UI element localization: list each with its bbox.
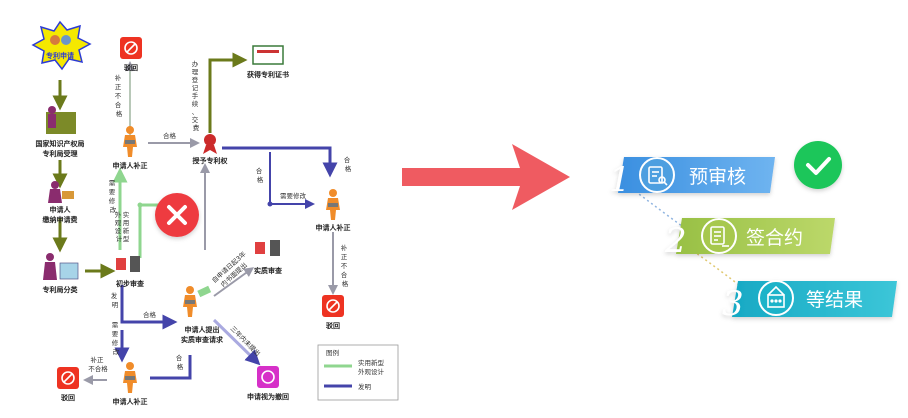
edge-three-years: 自申请日起3年 内书面提出 (210, 248, 256, 292)
edge-pass-mid: 合格 (143, 310, 157, 319)
step-3-label: 等结果 (806, 289, 863, 311)
node-reject-top: 驳回 (119, 36, 143, 72)
label-reject-top: 驳回 (124, 63, 138, 72)
label-fee-1: 申请人 (50, 205, 72, 214)
node-reject-right: 驳回 (321, 294, 345, 330)
applicant-icon (123, 362, 137, 393)
node-substantive: 实质审查 (254, 240, 283, 275)
withdrawn-icon (257, 366, 279, 388)
label-cnipa-1: 国家知识产权局 (36, 139, 85, 148)
step-1-label: 预审核 (689, 166, 746, 188)
node-amend-right: 申请人补正 (316, 189, 351, 232)
flow-arrow (402, 144, 570, 210)
label-amend-top: 申请人补正 (113, 161, 148, 170)
person-icon (46, 253, 54, 261)
label-apply: 专利申请 (46, 51, 74, 60)
node-withdrawn: 申请视为撤回 (247, 366, 289, 401)
node-reject-bottom: 驳回 (56, 366, 80, 402)
applicant-icon (123, 126, 137, 157)
node-fee: 申请人 缴纳申请费 (43, 181, 78, 224)
edge-fix-fail-bottom: 补正 不合格 (88, 355, 108, 373)
person-icon (51, 181, 59, 189)
label-substantive: 实质审查 (254, 266, 283, 275)
node-classify: 专利局分类 (43, 253, 79, 294)
edge-need-fix-top: 需 要 修 改 (109, 179, 118, 214)
legend-green-2: 外观设计 (358, 367, 385, 376)
edge-invention: 发 明 (111, 291, 120, 309)
people-icon (50, 35, 60, 45)
legend-blue: 发明 (358, 382, 372, 391)
close-icon (167, 205, 187, 225)
label-reject-bottom: 驳回 (61, 393, 75, 402)
step-2-number: 2 (664, 221, 687, 261)
label-classify: 专利局分类 (43, 285, 79, 294)
microscope-icon (130, 256, 140, 272)
node-amend-bottom: 申请人补正 (113, 362, 148, 406)
edge-pass-top: 合格 (163, 131, 177, 140)
reject-overlay-button (155, 193, 199, 237)
step-3-number: 3 (722, 284, 744, 324)
edge-pass-bottom: 合 格 (176, 353, 185, 371)
node-grant: 授予专利权 (193, 134, 229, 165)
reject-icon (119, 36, 143, 60)
edge-pass-right-top: 合 格 (344, 155, 353, 173)
label-prelim: 初步审查 (116, 279, 145, 288)
step-3[interactable]: 3 等结果 (722, 280, 897, 324)
label-amend-right: 申请人补正 (316, 223, 351, 232)
node-cnipa: 国家知识产权局 专利局受理 (36, 106, 85, 158)
label-certificate: 获得专利证书 (246, 70, 289, 79)
label-fee-2: 缴纳申请费 (43, 215, 78, 224)
label-reject-right: 驳回 (326, 321, 340, 330)
label-request-1: 申请人提出 (185, 325, 220, 334)
certificate-icon (252, 45, 284, 65)
edge-utility-design: 实 用 新 型 外 观 设 计 (115, 210, 132, 243)
label-request-2: 实质审查请求 (181, 335, 224, 344)
step-2-label: 签合约 (746, 227, 803, 249)
edge-fix-fail-right: 补 正 不 合 格 (341, 243, 350, 288)
legend-title: 图例 (326, 348, 339, 357)
label-grant: 授予专利权 (193, 156, 229, 165)
step-1-number: 1 (609, 160, 631, 200)
reject-icon (321, 294, 345, 318)
label-cnipa-2: 专利局受理 (43, 149, 78, 158)
edge-fix-fail-top: 补 正 不 合 格 (115, 73, 124, 118)
applicant-icon (326, 189, 340, 220)
node-prelim: 初步审查 (116, 256, 145, 288)
applicant-icon (183, 286, 197, 317)
node-certificate: 获得专利证书 (246, 45, 289, 79)
store-icon (767, 285, 785, 308)
award-ribbon-icon (204, 134, 216, 146)
edge-register: 办 理 登 记 手 续 、 交 费 (192, 59, 201, 132)
box-icon (59, 262, 79, 280)
edge-need-fix-right: 需要修改 (280, 191, 307, 200)
arrow-right-icon (402, 144, 570, 210)
step-2[interactable]: 2 签合约 (664, 218, 835, 261)
edge-pass-sub: 合 格 (256, 166, 265, 184)
edge-need-fix-bottom: 需 要 修 改 (112, 321, 121, 356)
check-badge (794, 141, 842, 189)
legend-green-1: 实用新型 (358, 358, 385, 367)
reject-icon (56, 366, 80, 390)
node-request: 申请人提出 实质审查请求 (181, 285, 224, 344)
node-apply: 专利申请 (31, 20, 92, 71)
step-1[interactable]: 1 预审核 (609, 157, 775, 200)
contract-icon (710, 226, 729, 247)
document-search-icon (648, 166, 668, 186)
legend: 图例 实用新型 外观设计 发明 (317, 344, 399, 401)
checkmark-icon (806, 157, 831, 175)
node-amend-top: 申请人补正 (113, 126, 148, 170)
label-amend-bottom: 申请人补正 (113, 397, 148, 406)
lab-flask-icon (255, 242, 265, 254)
microscope-icon (270, 240, 280, 256)
label-withdrawn: 申请视为撤回 (247, 392, 289, 401)
lab-flask-icon (116, 258, 126, 270)
